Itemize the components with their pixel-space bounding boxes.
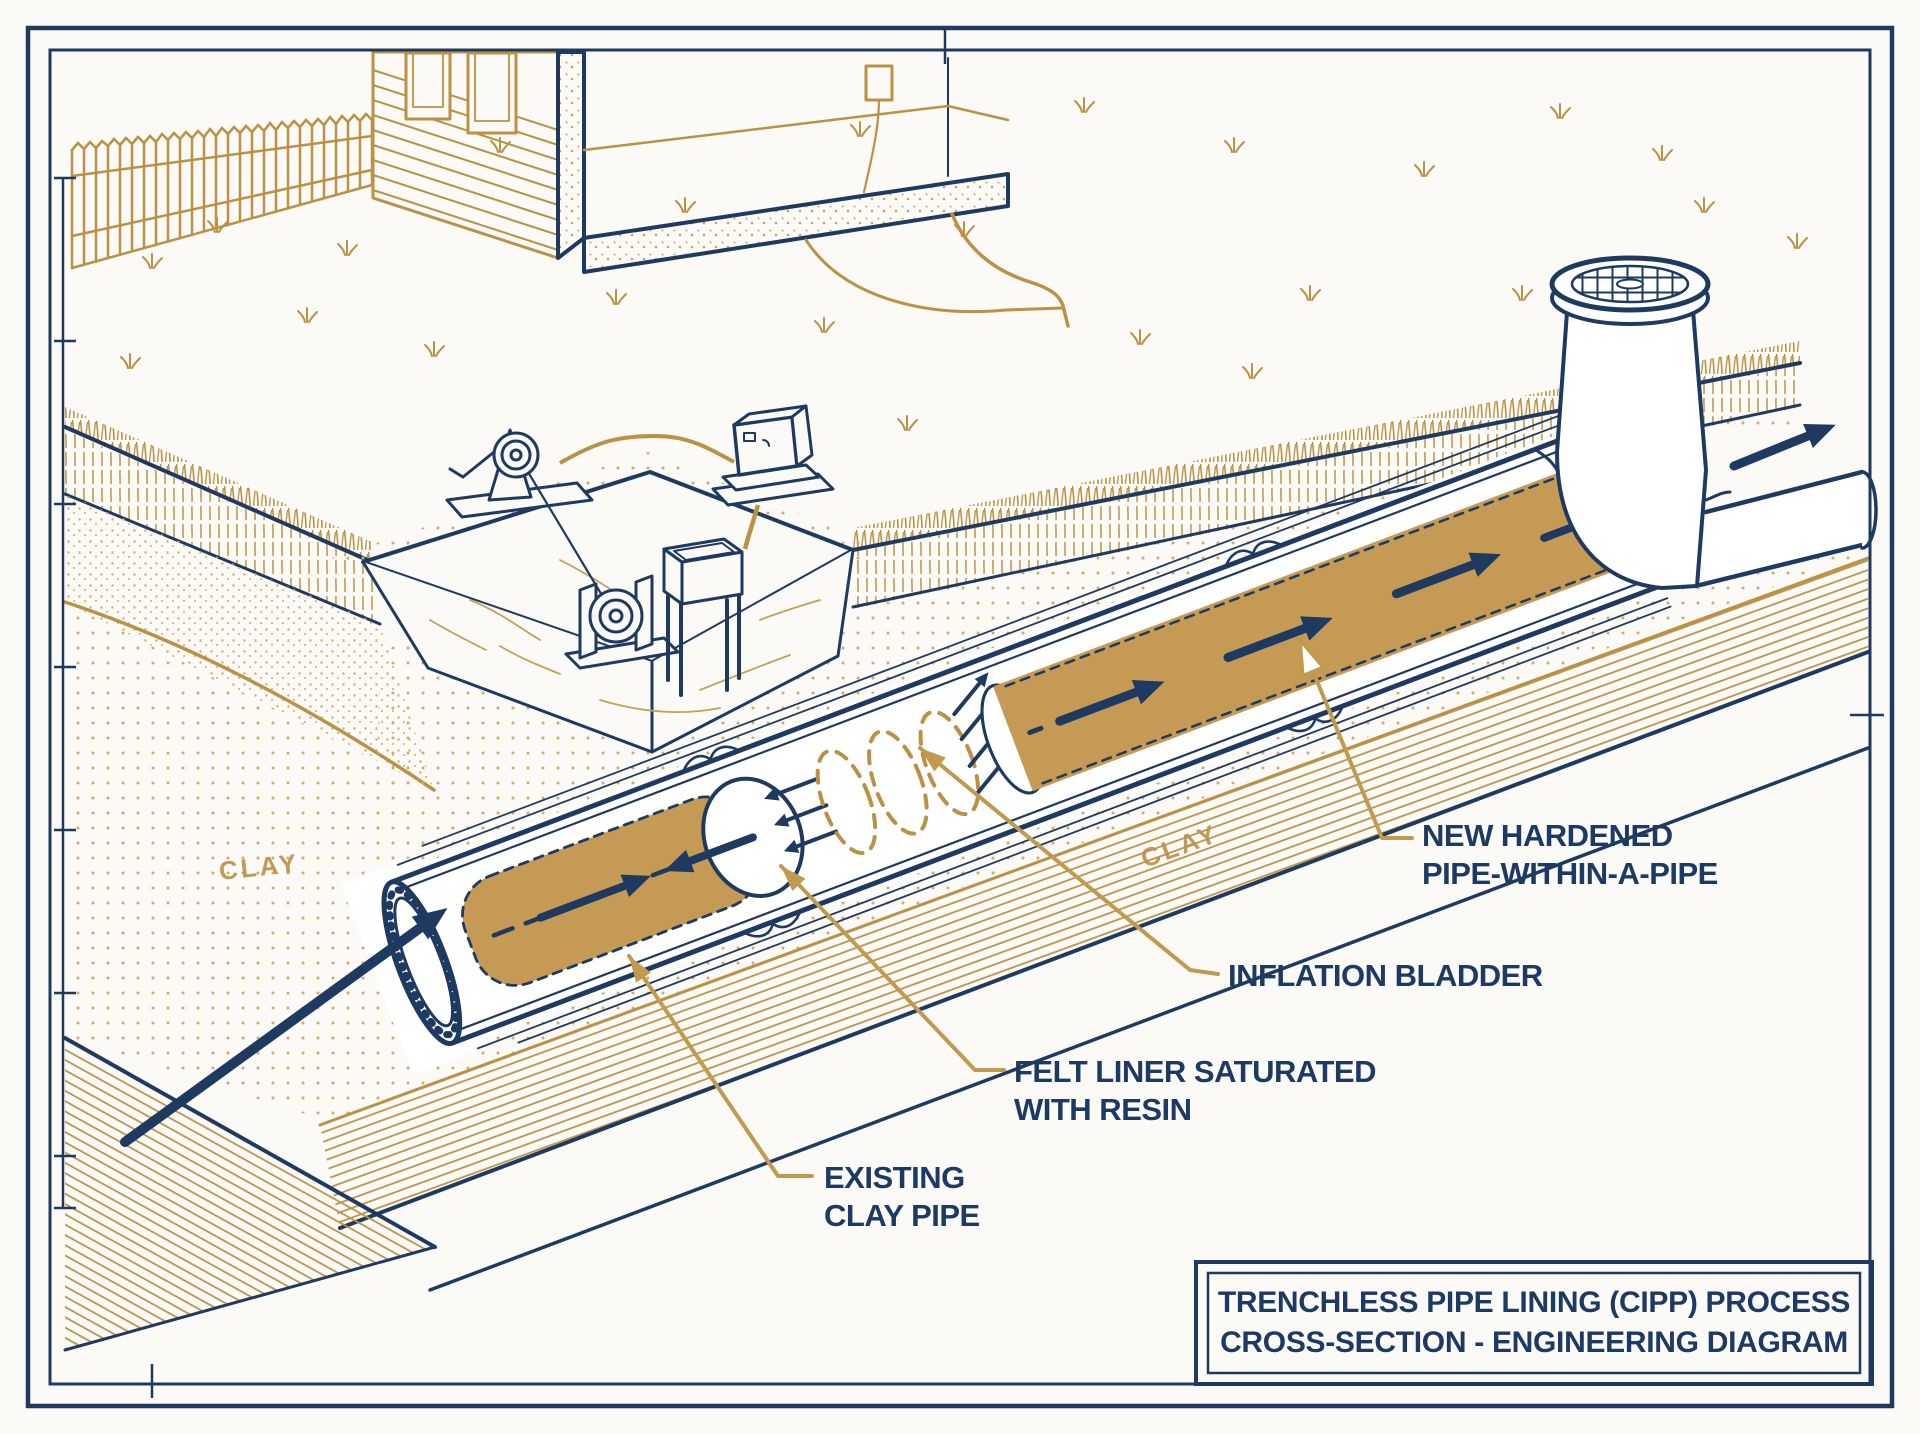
foundation-slab — [582, 172, 1010, 274]
label-new-hardened-2: PIPE-WITHIN-A-PIPE — [1422, 856, 1718, 891]
subsoil-speckle-left — [65, 494, 434, 790]
surface-winch — [445, 428, 594, 519]
leader-felt-liner — [779, 864, 1006, 1072]
clay-face-left — [65, 602, 452, 1122]
tee-fillets — [1534, 448, 1732, 502]
trench-lines — [396, 401, 1672, 1050]
pipe-joint — [1285, 704, 1344, 733]
window-2-inner-frame — [474, 52, 510, 122]
annotations: NEW HARDENED PIPE-WITHIN-A-PIPE INFLATIO… — [824, 818, 1718, 1233]
interior-floor — [582, 104, 1010, 152]
pit-wall-texture — [429, 559, 821, 714]
leader-arrowhead-open — [1298, 638, 1325, 678]
inversion-arrow — [686, 833, 757, 866]
blueprint-frame — [25, 25, 1895, 1409]
grate-hub — [1616, 278, 1644, 290]
cutaway-wall — [556, 50, 586, 260]
inversion-stand — [662, 537, 744, 697]
basement-hole — [804, 238, 1065, 314]
resin-hose — [559, 433, 735, 465]
blueprint-border-outer — [25, 25, 1895, 1409]
leader-arrowhead — [781, 866, 806, 892]
manhole-riser — [1534, 255, 1732, 590]
pipe-joint — [681, 745, 741, 774]
control-dial — [743, 432, 770, 447]
picket-fence — [70, 112, 374, 270]
control-unit — [711, 404, 835, 507]
service-wire — [862, 98, 881, 194]
leader-new-hardened — [1298, 638, 1414, 840]
pit-reel — [564, 574, 680, 670]
outflow-arrow — [1729, 423, 1836, 471]
label-felt-liner-1: FELT LINER SATURATED — [1014, 1054, 1376, 1089]
pipe-joint — [742, 910, 802, 938]
flow-arrow — [536, 881, 629, 922]
siding-lines — [372, 69, 559, 251]
flow-arrow — [1223, 623, 1310, 663]
pipe-joint — [1224, 540, 1284, 568]
felt-liner — [461, 795, 761, 987]
house-window-2 — [466, 51, 518, 135]
flow-arrow — [1391, 560, 1478, 599]
label-new-hardened-1: NEW HARDENED — [1422, 818, 1673, 853]
winch-cable — [527, 471, 613, 613]
leader-inflation-bladder — [918, 746, 1220, 976]
leader-existing-pipe — [627, 954, 814, 1178]
inflow-arrow — [120, 908, 448, 1147]
label-existing-2: CLAY PIPE — [824, 1198, 980, 1233]
window-inner-frame — [412, 52, 444, 108]
house-lateral-drain — [950, 212, 1070, 328]
house — [371, 50, 1070, 328]
existing-clay-pipe — [388, 421, 1666, 1046]
title-block: TRENCHLESS PIPE LINING (CIPP) PROCESS CR… — [1194, 1260, 1874, 1386]
outflow-pipe — [1697, 469, 1878, 588]
label-inflation-bladder: INFLATION BLADDER — [1228, 958, 1543, 993]
leader-arrowhead — [629, 956, 652, 983]
blueprint-border-inner — [48, 48, 1872, 1386]
label-felt-liner-2: WITH RESIN — [1014, 1092, 1192, 1127]
topsoil-hatch-left — [65, 430, 380, 624]
title-line-1: TRENCHLESS PIPE LINING (CIPP) PROCESS — [1218, 1286, 1850, 1319]
left-ruler — [54, 176, 76, 1210]
grass-fringe-left — [65, 407, 372, 562]
flow-arrow — [1055, 687, 1141, 726]
service-box — [864, 64, 894, 102]
bladder-pressure-arrows-left — [775, 777, 839, 849]
title-line-2: CROSS-SECTION - ENGINEERING DIAGRAM — [1220, 1326, 1848, 1359]
clay-band-below-pipe — [330, 520, 1868, 1122]
feed-hose — [742, 504, 761, 550]
leader-arrowhead — [920, 748, 946, 772]
label-existing-1: EXISTING — [824, 1160, 965, 1195]
pipe-assembly — [340, 401, 1672, 1076]
